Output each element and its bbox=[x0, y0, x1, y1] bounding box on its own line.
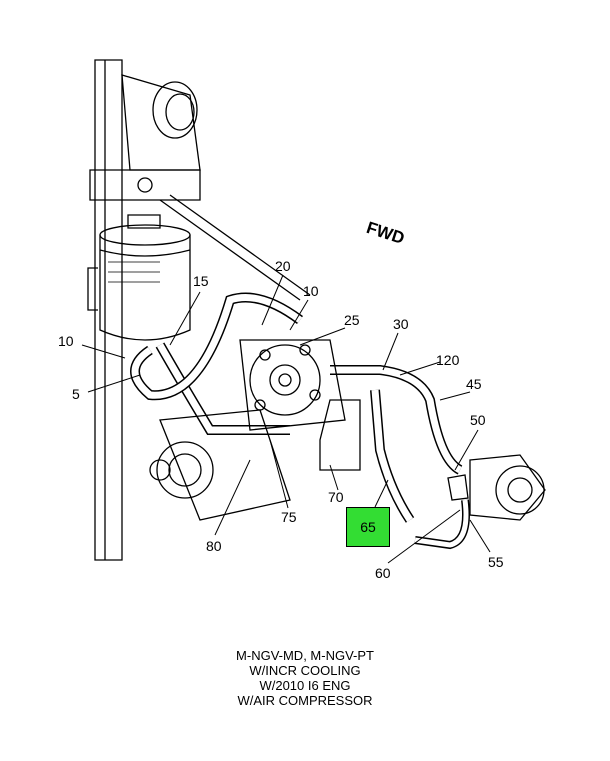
frame-rail bbox=[94, 59, 123, 561]
callout-120[interactable]: 120 bbox=[436, 352, 460, 368]
callout-80[interactable]: 80 bbox=[206, 538, 222, 554]
callout-25[interactable]: 25 bbox=[344, 312, 360, 328]
callout-10[interactable]: 10 bbox=[303, 283, 319, 299]
callout-60[interactable]: 60 bbox=[375, 565, 391, 581]
callout-5[interactable]: 5 bbox=[72, 386, 80, 402]
callout-70[interactable]: 70 bbox=[328, 489, 344, 505]
diagram-caption: M-NGV-MD, M-NGV-PT W/INCR COOLING W/2010… bbox=[0, 648, 610, 708]
callout-75[interactable]: 75 bbox=[281, 509, 297, 525]
pump-body bbox=[249, 344, 321, 416]
callout-20[interactable]: 20 bbox=[275, 258, 291, 274]
caption-line: W/INCR COOLING bbox=[249, 663, 361, 678]
callout-30[interactable]: 30 bbox=[393, 316, 409, 332]
reservoir bbox=[99, 235, 191, 341]
caption-line: M-NGV-MD, M-NGV-PT bbox=[236, 648, 374, 663]
callout-45[interactable]: 45 bbox=[466, 376, 482, 392]
callout-55[interactable]: 55 bbox=[488, 554, 504, 570]
highlighted-callout-65[interactable]: 65 bbox=[346, 507, 390, 547]
caption-line: W/AIR COMPRESSOR bbox=[237, 693, 373, 708]
callout-15[interactable]: 15 bbox=[193, 273, 209, 289]
callout-10-left[interactable]: 10 bbox=[58, 333, 74, 349]
callout-50[interactable]: 50 bbox=[470, 412, 486, 428]
caption-line: W/2010 I6 ENG bbox=[259, 678, 351, 693]
